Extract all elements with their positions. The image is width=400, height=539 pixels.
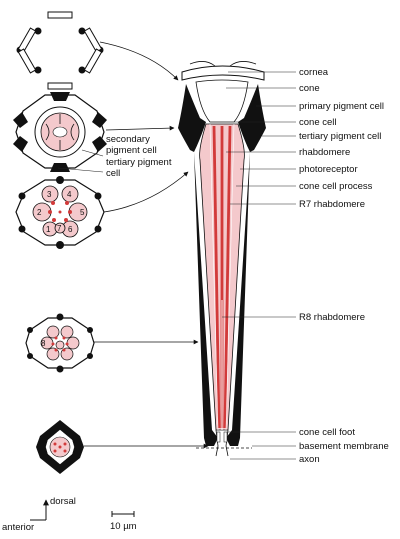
scale-bar-label: 10 µm xyxy=(110,521,137,532)
label-anterior: anterior xyxy=(2,522,34,533)
longitudinal-ommatidium xyxy=(178,61,266,457)
cell-number-6: 6 xyxy=(68,225,73,234)
label-cone: cone xyxy=(299,83,320,94)
cross-section-cornea xyxy=(16,11,104,90)
label-axon: axon xyxy=(299,454,320,465)
label-cone-cell: cone cell xyxy=(299,117,337,128)
tertiary-pigment-leader-left xyxy=(57,167,104,173)
label-basement-membrane: basement membrane xyxy=(299,441,389,452)
scale-bar xyxy=(111,511,135,517)
cross-section-foot xyxy=(36,420,84,474)
label-rhabdomere: rhabdomere xyxy=(299,147,350,158)
cell-number-8: 8 xyxy=(41,339,46,348)
tertiary-pigment-left-label-1: tertiary pigment xyxy=(106,157,172,168)
secondary-pigment-leader xyxy=(81,149,104,157)
label-r8-rhabdomere: R8 rhabdomere xyxy=(299,312,365,323)
label-r7-rhabdomere: R7 rhabdomere xyxy=(299,199,365,210)
cross-section-r8-level: 8 xyxy=(25,313,95,373)
label-primary-pigment-cell: primary pigment cell xyxy=(299,101,384,112)
secondary-pigment-label-2: pigment cell xyxy=(106,145,157,156)
label-cone-cell-process: cone cell process xyxy=(299,181,373,192)
label-cornea: cornea xyxy=(299,67,329,78)
arrow-cornea xyxy=(99,41,179,81)
cell-number-5: 5 xyxy=(80,208,85,217)
cross-section-cone xyxy=(13,92,107,172)
arrow-pigment xyxy=(105,125,175,131)
secondary-pigment-label-1: secondary xyxy=(106,134,150,145)
tertiary-pigment-left-label-2: cell xyxy=(106,168,120,179)
cell-number-3: 3 xyxy=(47,190,52,199)
cross-section-photoreceptors: 3 4 2 5 1 7 6 xyxy=(15,176,105,249)
cell-number-1: 1 xyxy=(46,225,51,234)
cell-number-4: 4 xyxy=(67,190,72,199)
right-leaders xyxy=(222,71,296,460)
cell-number-7: 7 xyxy=(57,224,62,233)
arrow-photoreceptors xyxy=(103,171,189,213)
label-cone-cell-foot: cone cell foot xyxy=(299,427,355,438)
orientation-compass xyxy=(30,499,49,521)
cell-number-2: 2 xyxy=(37,208,42,217)
label-photoreceptor: photoreceptor xyxy=(299,164,358,175)
label-dorsal: dorsal xyxy=(50,496,76,507)
label-tertiary-pigment-cell: tertiary pigment cell xyxy=(299,131,381,142)
